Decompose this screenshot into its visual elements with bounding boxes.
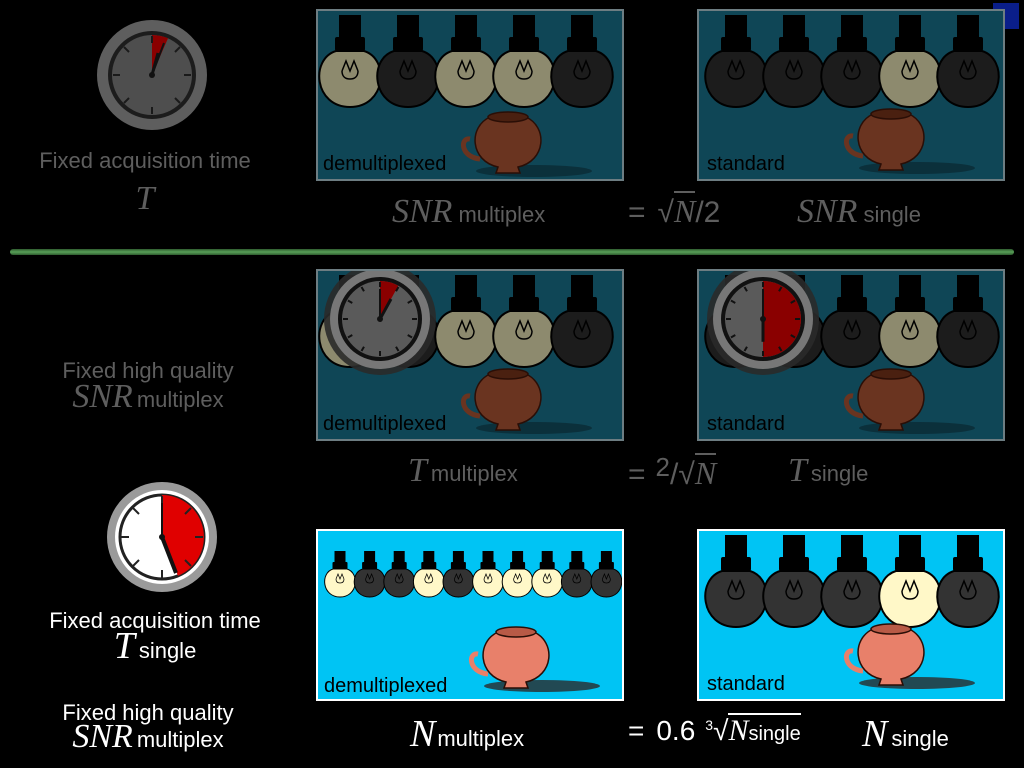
row2-caption: Fixed high quality — [62, 358, 234, 383]
lit-bulb-icon — [413, 551, 445, 598]
row1-demultiplexed-panel: demultiplexed — [316, 9, 624, 181]
lit-bulb-icon — [434, 275, 498, 369]
lit-bulb-icon — [531, 551, 563, 598]
unlit-bulb-icon — [383, 551, 415, 598]
lit-bulb-icon — [472, 551, 504, 598]
vase-icon — [844, 108, 975, 174]
vase-icon — [461, 368, 592, 434]
unlit-bulb-icon — [820, 15, 884, 109]
row2-standard-panel: standard — [697, 269, 1005, 441]
row1-demultiplexed-label: demultiplexed — [323, 153, 447, 175]
unlit-bulb-icon — [936, 535, 1000, 629]
unlit-bulb-icon — [820, 535, 884, 629]
clock-icon — [107, 482, 217, 592]
unlit-bulb-icon — [704, 535, 768, 629]
row3-left-bulbs — [324, 551, 622, 598]
unlit-bulb-icon — [762, 15, 826, 109]
unlit-bulb-icon — [353, 551, 386, 598]
vase-icon — [844, 623, 975, 689]
unlit-bulb-icon — [936, 275, 1000, 369]
row3-demultiplexed-panel: demultiplexed — [316, 529, 624, 701]
row2-demultiplexed-label: demultiplexed — [323, 413, 447, 435]
lit-bulb-icon — [492, 275, 556, 369]
lit-bulb-icon — [878, 535, 942, 629]
lit-bulb-icon — [878, 275, 942, 369]
unlit-bulb-icon — [936, 15, 1000, 109]
row3-caption-quality: Fixed high quality — [62, 700, 234, 725]
lit-bulb-icon — [318, 15, 382, 109]
unlit-bulb-icon — [590, 551, 622, 598]
unlit-bulb-icon — [550, 275, 614, 369]
clock-icon — [707, 271, 819, 375]
clock-icon — [97, 20, 207, 130]
row3-standard-label: standard — [707, 673, 785, 695]
vase-icon — [469, 626, 600, 692]
unlit-bulb-icon — [561, 551, 593, 598]
row3-equation-left: Nmultiplex — [410, 713, 525, 755]
unlit-bulb-icon — [376, 15, 440, 109]
row1-standard-panel: standard — [697, 9, 1005, 181]
vase-icon — [844, 368, 975, 434]
lit-bulb-icon — [501, 551, 534, 598]
row1-standard-label: standard — [707, 153, 785, 175]
clock-icon — [324, 271, 436, 375]
vase-icon — [461, 111, 592, 177]
row3-demultiplexed-label: demultiplexed — [324, 675, 448, 697]
row1-symbol: T — [135, 180, 155, 217]
row1-caption: Fixed acquisition time — [39, 148, 251, 173]
row2-demultiplexed-panel: demultiplexed — [316, 269, 624, 441]
lit-bulb-icon — [878, 15, 942, 109]
lit-bulb-icon — [434, 15, 498, 109]
row1-equation-mid: =√N/2 — [628, 191, 721, 229]
row3-standard-panel: standard — [697, 529, 1005, 701]
section-divider — [10, 249, 1014, 255]
unlit-bulb-icon — [704, 15, 768, 109]
lit-bulb-icon — [324, 551, 356, 598]
lit-bulb-icon — [492, 15, 556, 109]
row1-left-bulbs — [318, 15, 614, 109]
row2-equation-mid: =2/√N — [628, 452, 717, 491]
unlit-bulb-icon — [762, 535, 826, 629]
row3-right-bulbs — [704, 535, 1000, 629]
unlit-bulb-icon — [442, 551, 475, 598]
unlit-bulb-icon — [550, 15, 614, 109]
row3-caption-time: Fixed acquisition time — [49, 608, 261, 633]
unlit-bulb-icon — [820, 275, 884, 369]
row2-standard-label: standard — [707, 413, 785, 435]
row1-right-bulbs — [704, 15, 1000, 109]
